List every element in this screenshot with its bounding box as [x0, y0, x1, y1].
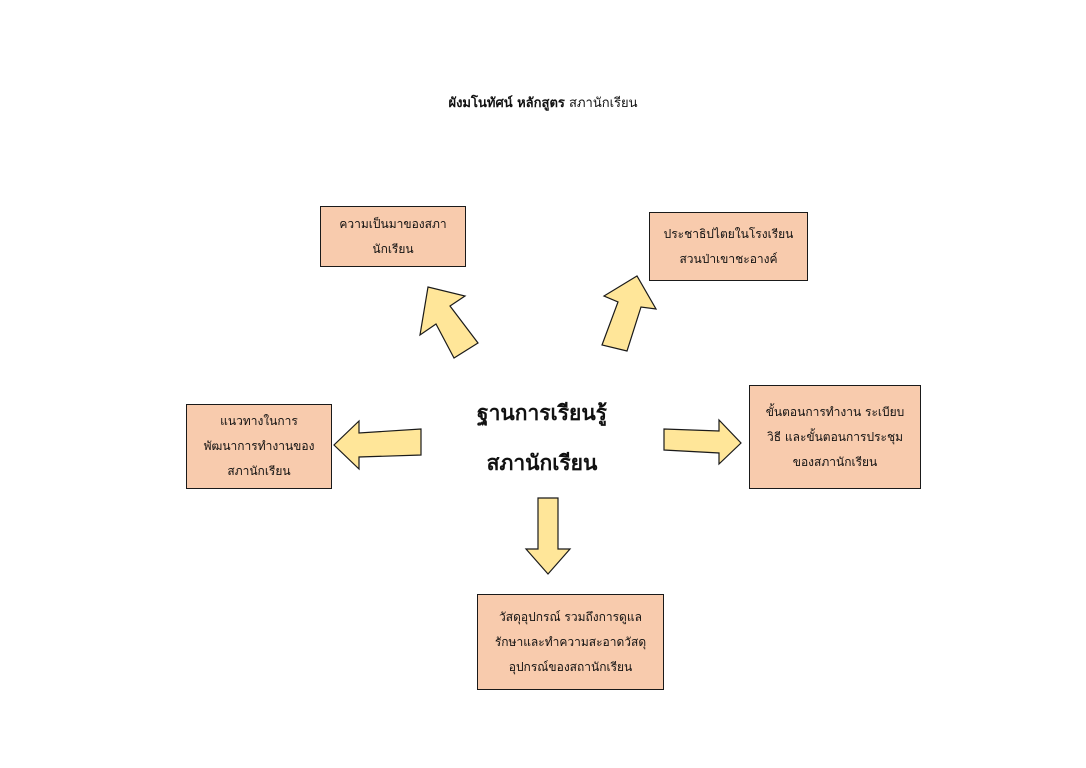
node-procedures: ขั้นตอนการทำงาน ระเบียบ วิธี และขั้นตอนก… [749, 385, 921, 489]
page-title-bold: ผังมโนทัศน์ หลักสูตร [448, 96, 565, 111]
arrow-right [663, 418, 742, 466]
node-democracy: ประชาธิปไตยในโรงเรียน สวนป่าเขาชะอางค์ [649, 212, 808, 281]
node-materials: วัสดุอุปกรณ์ รวมถึงการดูแล รักษาและทำควา… [477, 594, 664, 690]
arrow-up-left [419, 286, 479, 359]
node-procedures-label: ขั้นตอนการทำงาน ระเบียบ วิธี และขั้นตอนก… [765, 404, 905, 469]
arrow-left [333, 419, 422, 471]
node-materials-label: วัสดุอุปกรณ์ รวมถึงการดูแล รักษาและทำควา… [494, 609, 647, 674]
node-history: ความเป็นมาของสภา นักเรียน [320, 206, 466, 267]
page-title-regular: สภานักเรียน [569, 96, 638, 111]
node-guidelines-label: แนวทางในการ พัฒนาการทำงานของ สภานักเรียน [203, 414, 315, 478]
node-history-label: ความเป็นมาของสภา นักเรียน [339, 216, 447, 256]
node-democracy-label: ประชาธิปไตยในโรงเรียน สวนป่าเขาชะอางค์ [663, 226, 794, 266]
arrow-up-right [601, 275, 658, 352]
arrow-down [524, 497, 572, 575]
center-topic: ฐานการเรียนรู้ สภานักเรียน [477, 401, 607, 475]
page-title: ผังมโนทัศน์ หลักสูตร สภานักเรียน [0, 92, 1086, 116]
node-guidelines: แนวทางในการ พัฒนาการทำงานของ สภานักเรียน [186, 404, 332, 489]
